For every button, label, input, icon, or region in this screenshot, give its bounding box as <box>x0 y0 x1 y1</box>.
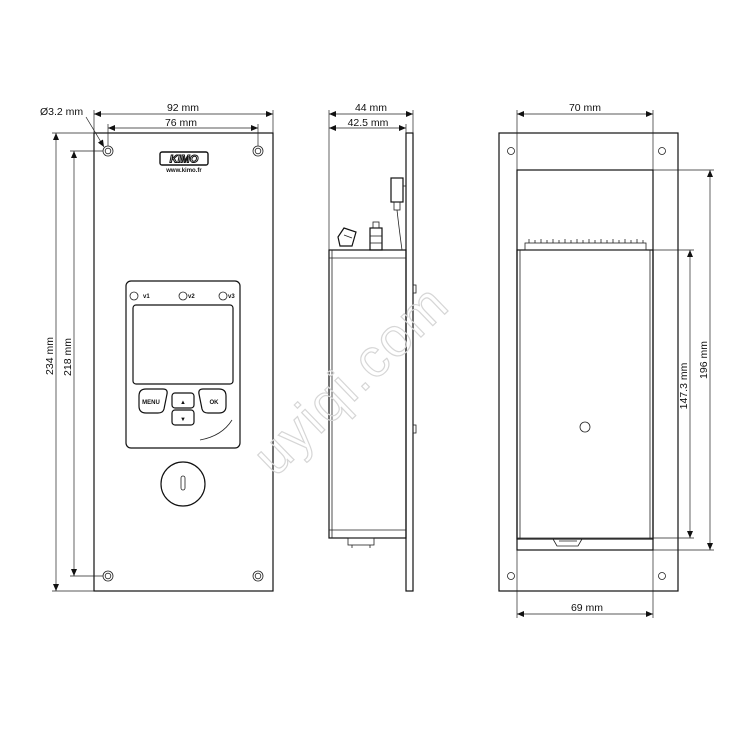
led-3-icon <box>218 291 228 301</box>
dim-hole-spacing-width: 76 mm <box>165 117 197 129</box>
back-view: 70 mm 69 mm 196 mm 147.3 mm <box>498 102 714 618</box>
watermark: uyiqi.com <box>242 273 461 487</box>
menu-key[interactable]: MENU <box>138 388 168 414</box>
dim-cutout-height: 196 mm <box>698 341 710 379</box>
led-3-label: v3 <box>228 294 235 300</box>
display-screen <box>132 304 234 385</box>
side-connector-cable <box>390 177 406 251</box>
side-connector-center <box>369 221 383 251</box>
dim-hole-spacing-height: 218 mm <box>62 338 74 376</box>
led-1-label: v1 <box>143 294 150 300</box>
menu-key-label: MENU <box>142 400 160 406</box>
dim-hole-diameter: Ø3.2 mm <box>40 106 83 118</box>
led-1-icon <box>129 291 139 301</box>
dim-overall-height: 234 mm <box>44 337 56 375</box>
mounting-hole-bottom-right <box>252 570 264 582</box>
back-panel-plate <box>498 132 679 592</box>
mounting-hole-top-right <box>252 145 264 157</box>
up-key[interactable]: ▲ <box>171 392 195 409</box>
front-view: KIMO www.kimo.fr v1 v2 v3 MENU ▲ ▼ OK <box>40 102 274 592</box>
dim-body-width-top: 70 mm <box>569 102 601 114</box>
dim-overall-depth: 44 mm <box>355 102 387 114</box>
dim-body-width-bottom: 69 mm <box>571 602 603 614</box>
up-key-label: ▲ <box>180 400 186 406</box>
dim-body-depth: 42.5 mm <box>348 117 389 129</box>
back-body <box>516 249 654 540</box>
key-lock-icon <box>160 461 206 507</box>
down-key[interactable]: ▼ <box>171 409 195 426</box>
ok-key[interactable]: OK <box>198 388 227 414</box>
kimo-logo: KIMO www.kimo.fr <box>159 151 209 174</box>
display-swoosh <box>199 419 233 441</box>
side-view: 44 mm 42.5 mm <box>328 102 417 592</box>
front-panel <box>93 132 274 592</box>
logo-url: www.kimo.fr <box>165 168 202 174</box>
back-center-hole-icon <box>579 421 591 433</box>
led-2-icon <box>178 291 188 301</box>
dim-overall-width: 92 mm <box>167 102 199 114</box>
mounting-hole-top-left <box>102 145 114 157</box>
dim-body-height: 147.3 mm <box>678 362 690 409</box>
display-housing <box>125 280 241 449</box>
mounting-hole-bottom-left <box>102 570 114 582</box>
terminal-block <box>524 239 647 251</box>
ok-key-label: OK <box>210 400 220 406</box>
side-connector-left <box>337 227 357 247</box>
led-2-label: v2 <box>188 294 195 300</box>
logo-text: KIMO <box>170 154 199 166</box>
down-key-label: ▼ <box>180 417 186 423</box>
back-cutout <box>516 169 654 551</box>
